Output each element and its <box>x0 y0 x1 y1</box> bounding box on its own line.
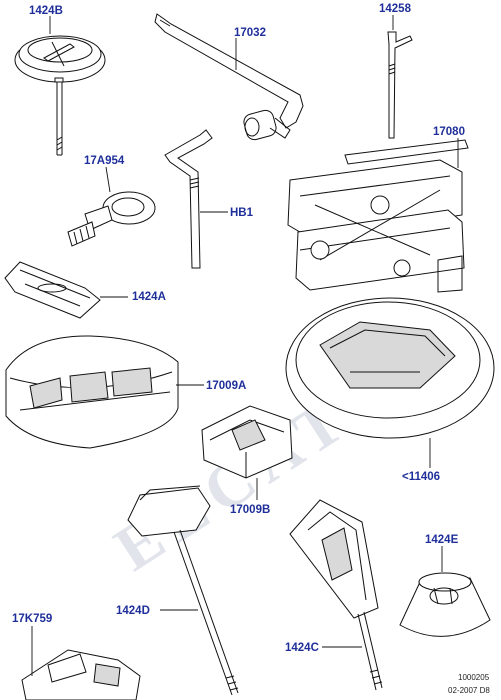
label-1424d: 1424D <box>116 605 150 617</box>
part-17009b-bracket[interactable] <box>201 405 293 479</box>
label-1424a: 1424A <box>132 291 166 303</box>
part-11406-wheel-liner[interactable] <box>285 297 495 439</box>
footer-date: 02-2007 D8 <box>448 686 490 695</box>
label-11406: <11406 <box>402 471 440 483</box>
part-17009a-tool-tray[interactable] <box>5 335 179 449</box>
part-1424d-long-rod[interactable] <box>127 485 239 696</box>
part-1424c-tool[interactable] <box>289 499 383 691</box>
part-17k759-bracket[interactable] <box>21 649 141 700</box>
part-hb1-rod[interactable] <box>164 129 213 269</box>
label-1424b: 1424B <box>29 5 63 17</box>
label-17032: 17032 <box>234 27 266 39</box>
label-1424c: 1424C <box>285 642 319 654</box>
label-17009b: 17009B <box>230 504 270 516</box>
part-1424a-clip[interactable] <box>4 261 101 319</box>
part-17a954-towing-eye[interactable] <box>67 191 156 247</box>
part-14258-rod[interactable] <box>387 31 413 139</box>
label-17a954: 17A954 <box>84 155 125 167</box>
footer-code: 1000205 <box>458 673 490 682</box>
label-17080: 17080 <box>433 126 465 138</box>
part-1424e-foam-insert[interactable] <box>399 572 491 637</box>
label-14258: 14258 <box>379 3 412 15</box>
label-hb1: HB1 <box>230 207 254 219</box>
label-17k759: 17K759 <box>12 613 52 625</box>
label-1424e: 1424E <box>425 534 459 546</box>
part-17080-jack[interactable] <box>287 139 469 293</box>
part-1424b-wheel-clamp[interactable] <box>14 35 106 156</box>
part-17032-wheel-brace[interactable] <box>154 13 304 141</box>
label-17009a: 17009A <box>206 380 246 392</box>
